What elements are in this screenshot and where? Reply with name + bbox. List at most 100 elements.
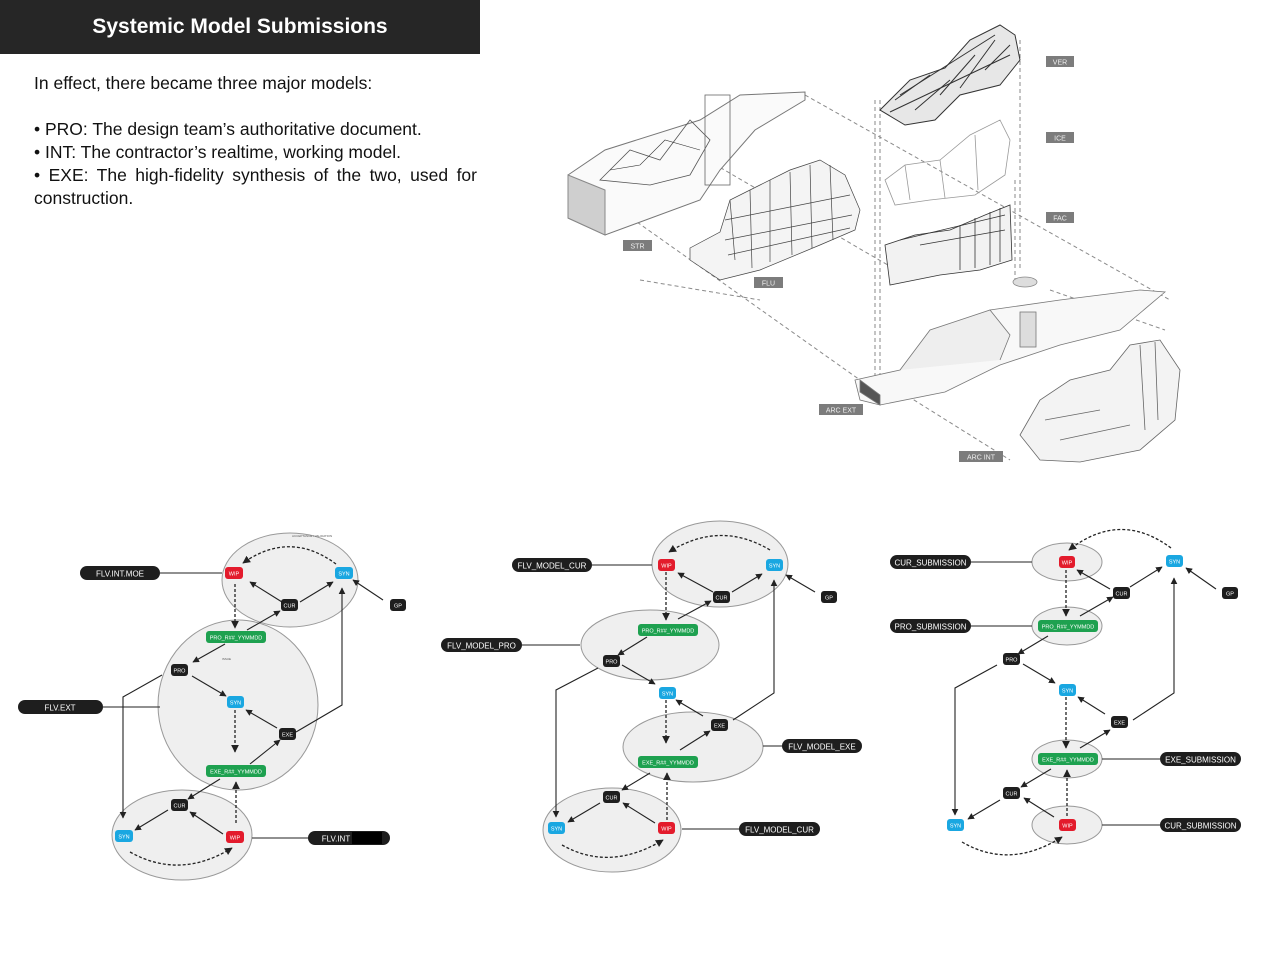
workflow-diagram-1: ACCEPTANCE / VALIDATION ISSUE FLV.INT.MO…	[18, 532, 406, 881]
ver-model	[879, 24, 1021, 126]
callout-flv-ext: FLV.EXT	[18, 700, 103, 714]
node-syn-bottom: SYN	[548, 822, 565, 834]
svg-text:SYN: SYN	[551, 827, 562, 833]
svg-text:PRO: PRO	[606, 660, 619, 666]
svg-text:SYN: SYN	[338, 572, 349, 578]
svg-text:CUR: CUR	[1006, 792, 1018, 798]
svg-text:CUR: CUR	[1116, 592, 1128, 598]
layer-label-fac: FAC	[1046, 212, 1074, 223]
node-cur-top: CUR	[281, 599, 298, 611]
node-pro: PRO	[171, 664, 188, 676]
node-pro-submission: PRO_R##_YYMMDD	[1038, 620, 1098, 632]
layer-label-arc-int: ARC INT	[959, 451, 1003, 462]
ellipse-int-cycle	[111, 789, 253, 881]
callout-flv-model-cur-bottom: FLV_MODEL_CUR	[739, 822, 820, 836]
node-exe: EXE	[711, 719, 728, 731]
node-wip-top: WIP	[225, 567, 243, 579]
node-wip-top: WIP	[1059, 556, 1075, 568]
callout-flv-model-cur-top: FLV_MODEL_CUR	[512, 558, 592, 572]
svg-text:WIP: WIP	[1062, 561, 1073, 567]
node-exe-submission: EXE_R##_YYMMDD	[206, 765, 266, 777]
intro-lead: In effect, there became three major mode…	[34, 73, 373, 93]
layer-label-ver: VER	[1046, 56, 1074, 67]
arc-ext-model	[854, 289, 1167, 406]
layer-label-flu: FLU	[754, 277, 783, 288]
svg-text:CUR: CUR	[716, 596, 728, 602]
svg-text:STR: STR	[631, 244, 645, 251]
workflow-diagram-3: CUR_SUBMISSION PRO_SUBMISSION EXE_SUBMIS…	[890, 528, 1241, 856]
node-syn-bottom: SYN	[947, 819, 964, 831]
svg-text:PRO_R##_YYMMDD: PRO_R##_YYMMDD	[210, 636, 263, 642]
workflow-diagram-2: FLV_MODEL_CUR FLV_MODEL_PRO FLV_MODEL_EX…	[441, 520, 862, 873]
slide-title-bar: Systemic Model Submissions	[0, 0, 480, 54]
node-pro-submission: PRO_R##_YYMMDD	[638, 624, 698, 636]
svg-text:EXE_R##_YYMMDD: EXE_R##_YYMMDD	[642, 761, 694, 767]
node-syn-bottom: SYN	[115, 830, 133, 842]
ellipse-int-cycle	[542, 787, 682, 873]
node-syn-top: SYN	[1166, 555, 1183, 567]
intro-text: In effect, there became three major mode…	[34, 72, 477, 210]
node-gp: GP	[821, 591, 837, 603]
svg-text:GP: GP	[394, 604, 402, 610]
svg-text:SYN: SYN	[769, 564, 780, 570]
node-pro: PRO	[603, 655, 620, 667]
ice-model	[884, 119, 1011, 206]
svg-text:EXE: EXE	[714, 724, 725, 730]
node-exe: EXE	[1111, 716, 1128, 728]
node-cur-top: CUR	[1113, 587, 1130, 599]
annotation-acceptance: ACCEPTANCE / VALIDATION	[292, 534, 332, 538]
svg-text:FLV_MODEL_CUR: FLV_MODEL_CUR	[518, 562, 587, 571]
svg-text:WIP: WIP	[661, 827, 672, 833]
slide-title: Systemic Model Submissions	[92, 15, 388, 38]
arc-int-model	[1019, 339, 1181, 463]
fac-model	[884, 204, 1038, 288]
node-syn-mid: SYN	[227, 696, 244, 708]
callout-flv-model-exe: FLV_MODEL_EXE	[782, 739, 862, 753]
svg-text:FLU: FLU	[762, 281, 775, 288]
svg-text:FLV.EXT: FLV.EXT	[44, 704, 75, 713]
svg-text:FLV_MODEL_EXE: FLV_MODEL_EXE	[788, 743, 855, 752]
node-cur-top: CUR	[713, 591, 730, 603]
callout-flv-model-pro: FLV_MODEL_PRO	[441, 638, 522, 652]
node-cur-bottom: CUR	[171, 799, 188, 811]
svg-text:SYN: SYN	[662, 692, 673, 698]
node-gp: GP	[1222, 587, 1238, 599]
svg-text:SYN: SYN	[1169, 560, 1180, 566]
node-cur-bottom: CUR	[603, 791, 620, 803]
node-wip-bottom: WIP	[1059, 819, 1076, 831]
node-wip-bottom: WIP	[658, 822, 675, 834]
svg-text:EXE_R##_YYMMDD: EXE_R##_YYMMDD	[1042, 758, 1094, 764]
svg-text:FLV_MODEL_CUR: FLV_MODEL_CUR	[745, 826, 814, 835]
svg-text:GP: GP	[1226, 592, 1234, 598]
node-syn-mid: SYN	[1059, 684, 1076, 696]
svg-text:EXE: EXE	[282, 733, 293, 739]
svg-text:CUR_SUBMISSION: CUR_SUBMISSION	[1164, 822, 1236, 831]
ellipse-cur-cycle	[221, 532, 359, 628]
callout-cur-submission-top: CUR_SUBMISSION	[890, 555, 971, 569]
layer-label-ice: ICE	[1046, 132, 1074, 143]
node-exe-submission: EXE_R##_YYMMDD	[638, 756, 698, 768]
node-gp: GP	[390, 599, 406, 611]
callout-pro-submission: PRO_SUBMISSION	[890, 619, 971, 633]
node-pro-submission: PRO_R##_YYMMDD	[206, 631, 266, 643]
exploded-building-diagram: VER ICE FAC STR FLU ARC EXT ARC INT	[567, 24, 1181, 463]
node-wip-top: WIP	[658, 559, 675, 571]
node-syn-mid: SYN	[659, 687, 676, 699]
svg-text:CUR: CUR	[606, 796, 618, 802]
flu-model	[689, 159, 861, 281]
svg-text:PRO_SUBMISSION: PRO_SUBMISSION	[894, 623, 966, 632]
layer-label-str: STR	[623, 240, 652, 251]
svg-text:SYN: SYN	[118, 835, 129, 841]
bullet-int: • INT: The contractor’s realtime, workin…	[34, 142, 401, 162]
callout-cur-submission-bottom: CUR_SUBMISSION	[1160, 818, 1241, 832]
ellipse-pro-cycle	[580, 609, 720, 681]
svg-text:CUR_SUBMISSION: CUR_SUBMISSION	[894, 559, 966, 568]
svg-text:EXE_R##_YYMMDD: EXE_R##_YYMMDD	[210, 770, 262, 776]
node-cur-bottom: CUR	[1003, 787, 1020, 799]
callout-flv-int-moe: FLV.INT.MOE	[80, 566, 160, 580]
svg-text:FLV.INT: FLV.INT	[322, 835, 351, 844]
svg-text:FLV.INT.MOE: FLV.INT.MOE	[96, 570, 144, 579]
annotation-issue: ISSUE	[222, 657, 231, 661]
callout-exe-submission: EXE_SUBMISSION	[1160, 752, 1241, 766]
svg-text:ARC INT: ARC INT	[967, 455, 996, 462]
